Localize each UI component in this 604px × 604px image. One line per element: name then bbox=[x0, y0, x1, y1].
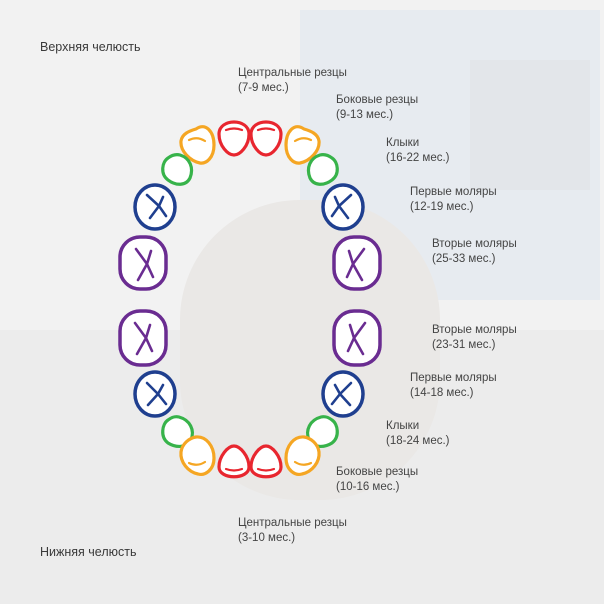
label-lower-lateral-incisors: Боковые резцы (10-16 мес.) bbox=[336, 465, 418, 495]
label-age: (12-19 мес.) bbox=[410, 201, 474, 213]
label-upper-canines: Клыки (16-22 мес.) bbox=[386, 136, 450, 166]
label-age: (16-22 мес.) bbox=[386, 152, 450, 164]
label-name: Боковые резцы bbox=[336, 94, 419, 106]
upper-central-incisor-left bbox=[217, 120, 251, 157]
lower-central-incisor-left bbox=[217, 444, 251, 479]
label-age: (23-31 мес.) bbox=[432, 339, 496, 351]
lower-first-molar-right bbox=[321, 370, 365, 418]
label-upper-first-molars: Первые моляры (12-19 мес.) bbox=[410, 185, 497, 215]
label-lower-central-incisors: Центральные резцы (3-10 мес.) bbox=[238, 516, 347, 546]
upper-lateral-incisor-right bbox=[284, 125, 321, 165]
upper-central-incisor-right bbox=[249, 120, 283, 157]
label-age: (18-24 мес.) bbox=[386, 435, 450, 447]
upper-second-molar-right bbox=[332, 235, 382, 291]
label-age: (3-10 мес.) bbox=[238, 532, 296, 544]
upper-jaw-title: Верхняя челюсть bbox=[40, 40, 141, 54]
label-name: Первые моляры bbox=[410, 186, 497, 198]
background-shelf bbox=[470, 60, 590, 190]
upper-first-molar-left bbox=[133, 183, 177, 231]
upper-lateral-incisor-left bbox=[179, 125, 216, 165]
label-name: Центральные резцы bbox=[238, 67, 347, 79]
label-age: (25-33 мес.) bbox=[432, 253, 496, 265]
lower-lateral-incisor-left bbox=[179, 435, 216, 476]
label-lower-second-molars: Вторые моляры (23-31 мес.) bbox=[432, 323, 517, 353]
label-name: Вторые моляры bbox=[432, 324, 517, 336]
label-upper-central-incisors: Центральные резцы (7-9 мес.) bbox=[238, 66, 347, 96]
label-age: (7-9 мес.) bbox=[238, 82, 289, 94]
label-name: Клыки bbox=[386, 420, 420, 432]
upper-second-molar-left bbox=[118, 235, 168, 291]
lower-canine-left bbox=[161, 415, 194, 448]
label-age: (9-13 мес.) bbox=[336, 109, 394, 121]
lower-central-incisor-right bbox=[249, 444, 283, 479]
upper-canine-left bbox=[161, 153, 194, 186]
label-age: (14-18 мес.) bbox=[410, 387, 474, 399]
lower-second-molar-left bbox=[118, 309, 168, 367]
upper-first-molar-right bbox=[321, 183, 365, 231]
label-upper-lateral-incisors: Боковые резцы (9-13 мес.) bbox=[336, 93, 418, 123]
upper-canine-right bbox=[306, 153, 339, 186]
label-name: Вторые моляры bbox=[432, 238, 517, 250]
lower-second-molar-right bbox=[332, 309, 382, 367]
lower-jaw-title: Нижняя челюсть bbox=[40, 545, 137, 559]
label-name: Центральные резцы bbox=[238, 517, 347, 529]
label-age: (10-16 мес.) bbox=[336, 481, 400, 493]
lower-canine-right bbox=[306, 415, 339, 448]
label-name: Первые моляры bbox=[410, 372, 497, 384]
lower-lateral-incisor-right bbox=[284, 435, 321, 476]
label-lower-canines: Клыки (18-24 мес.) bbox=[386, 419, 450, 449]
lower-first-molar-left bbox=[133, 370, 177, 418]
label-name: Клыки bbox=[386, 137, 420, 149]
label-upper-second-molars: Вторые моляры (25-33 мес.) bbox=[432, 237, 517, 267]
label-lower-first-molars: Первые моляры (14-18 мес.) bbox=[410, 371, 497, 401]
label-name: Боковые резцы bbox=[336, 466, 419, 478]
